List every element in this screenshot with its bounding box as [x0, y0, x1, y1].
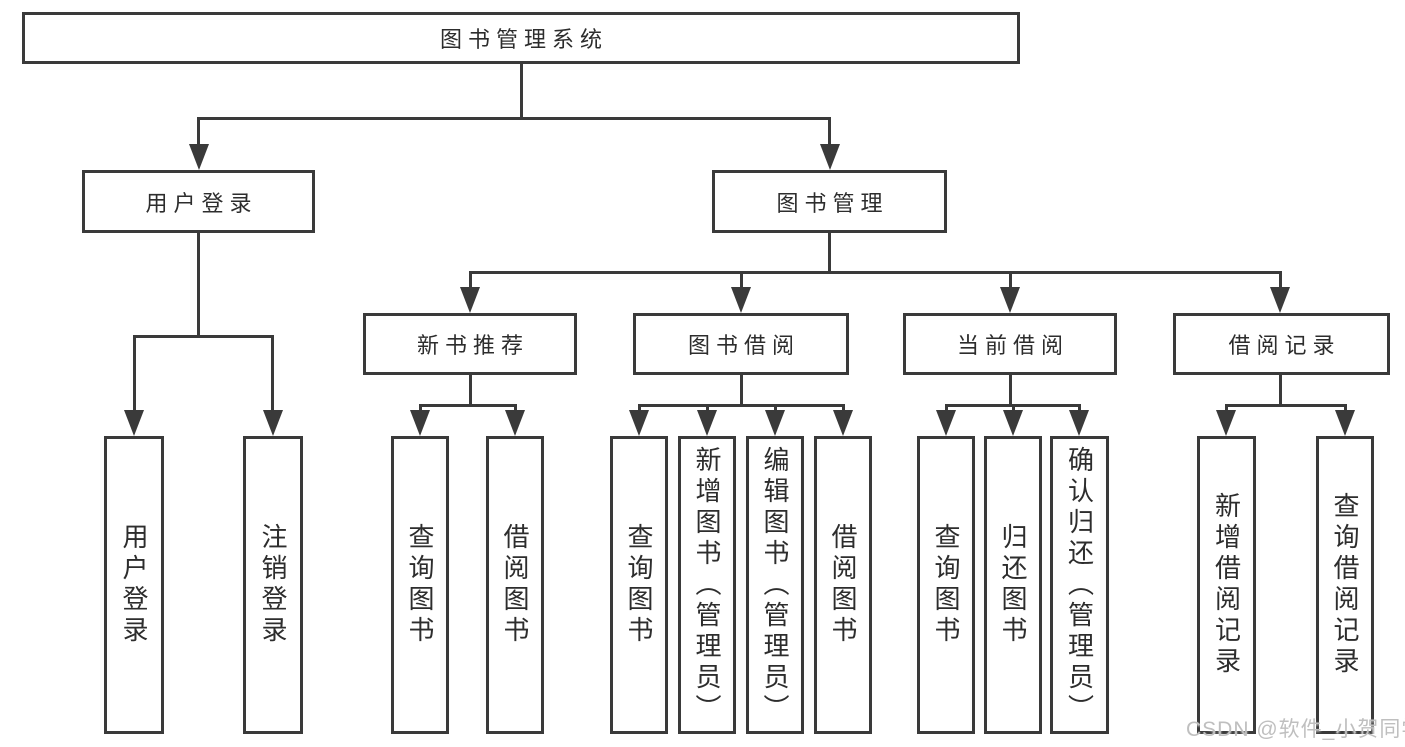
connector-stem	[638, 404, 641, 412]
node-label: 用户登录	[119, 523, 149, 647]
connector-stem	[133, 335, 136, 410]
arrowhead-down-icon	[460, 287, 480, 313]
leaf-add-book-admin: 新增图书（管理员）	[678, 436, 736, 734]
arrowhead-down-icon	[1335, 410, 1355, 436]
arrowhead-down-icon	[765, 410, 785, 436]
arrowhead-down-icon	[1003, 410, 1023, 436]
connector-stem	[828, 117, 831, 144]
connector-recommend-vline	[469, 375, 472, 407]
arrowhead-down-icon	[731, 287, 751, 313]
leaf-borrow-books-recommend: 借阅图书	[486, 436, 544, 734]
arrowhead-down-icon	[189, 144, 209, 170]
arrowhead-down-icon	[1069, 410, 1089, 436]
leaf-query-borrow-record: 查询借阅记录	[1316, 436, 1374, 734]
connector-recommend-hline	[419, 404, 517, 407]
arrowhead-down-icon	[936, 410, 956, 436]
connector-userlogin-hline	[133, 335, 274, 338]
connector-stem	[1279, 271, 1282, 287]
node-label: 用户登录	[145, 190, 258, 216]
watermark: CSDN @软件_小贺同学	[1186, 718, 1405, 741]
leaf-edit-book-admin: 编辑图书（管理员）	[746, 436, 804, 734]
connector-root-vline	[520, 64, 523, 120]
leaf-logout: 注销登录	[243, 436, 303, 734]
node-current-borrowing: 当前借阅	[903, 313, 1117, 375]
arrowhead-down-icon	[697, 410, 717, 436]
connector-userlogin-vline	[197, 233, 200, 338]
leaf-confirm-return-admin: 确认归还（管理员）	[1050, 436, 1109, 734]
node-label: 编辑图书（管理员）	[760, 445, 790, 725]
node-label: 新增借阅记录	[1211, 492, 1242, 678]
node-label: 借阅图书	[828, 523, 858, 647]
connector-root-hline	[197, 117, 831, 120]
connector-stem	[1009, 271, 1012, 287]
node-label: 查询图书	[931, 523, 961, 647]
arrowhead-down-icon	[1216, 410, 1236, 436]
node-label: 借阅图书	[500, 523, 530, 647]
node-library-management-system: 图书管理系统	[22, 12, 1020, 64]
connector-borrowing-vline	[740, 375, 743, 407]
arrowhead-down-icon	[505, 410, 525, 436]
leaf-return-books: 归还图书	[984, 436, 1042, 734]
node-label: 查询图书	[624, 523, 654, 647]
node-label: 查询图书	[405, 523, 435, 647]
connector-stem	[197, 117, 200, 144]
connector-stem	[740, 271, 743, 287]
connector-records-vline	[1279, 375, 1282, 407]
arrowhead-down-icon	[263, 410, 283, 436]
arrowhead-down-icon	[410, 410, 430, 436]
node-label: 图书管理系统	[439, 27, 608, 52]
node-label: 新增图书（管理员）	[692, 445, 722, 725]
connector-stem	[706, 404, 709, 412]
leaf-query-books-borrowing: 查询图书	[610, 436, 668, 734]
connector-stem	[774, 404, 777, 412]
connector-stem	[1078, 404, 1081, 412]
node-user-login: 用户登录	[82, 170, 315, 233]
connector-bookmgmt-vline	[828, 233, 831, 274]
connector-stem	[271, 335, 274, 410]
connector-stem	[1225, 404, 1228, 412]
leaf-query-books-recommend: 查询图书	[391, 436, 449, 734]
connector-stem	[514, 404, 517, 412]
connector-bookmgmt-hline	[469, 271, 1282, 274]
arrowhead-down-icon	[629, 410, 649, 436]
leaf-borrow-books-borrowing: 借阅图书	[814, 436, 872, 734]
leaf-add-borrow-record: 新增借阅记录	[1197, 436, 1256, 734]
connector-stem	[842, 404, 845, 412]
node-new-book-recommendation: 新书推荐	[363, 313, 577, 375]
connector-current-vline	[1009, 375, 1012, 407]
connector-borrowing-hline	[638, 404, 845, 407]
node-label: 注销登录	[258, 523, 288, 647]
node-borrowing-records: 借阅记录	[1173, 313, 1390, 375]
node-label: 当前借阅	[956, 333, 1069, 358]
node-label: 新书推荐	[416, 333, 529, 358]
arrowhead-down-icon	[820, 144, 840, 170]
connector-stem	[469, 271, 472, 287]
connector-records-hline	[1225, 404, 1347, 407]
leaf-user-login: 用户登录	[104, 436, 164, 734]
node-label: 确认归还（管理员）	[1064, 445, 1095, 725]
arrowhead-down-icon	[1000, 287, 1020, 313]
connector-stem	[419, 404, 422, 412]
arrowhead-down-icon	[833, 410, 853, 436]
node-label: 图书借阅	[687, 333, 800, 358]
node-label: 借阅记录	[1228, 333, 1341, 358]
arrowhead-down-icon	[124, 410, 144, 436]
leaf-query-books-current: 查询图书	[917, 436, 975, 734]
connector-stem	[1012, 404, 1015, 412]
node-book-borrowing: 图书借阅	[633, 313, 849, 375]
node-label: 查询借阅记录	[1330, 492, 1360, 678]
connector-stem	[1344, 404, 1347, 412]
node-book-management: 图书管理	[712, 170, 947, 233]
arrowhead-down-icon	[1270, 287, 1290, 313]
node-label: 归还图书	[998, 523, 1028, 647]
connector-stem	[945, 404, 948, 412]
node-label: 图书管理	[776, 190, 889, 216]
